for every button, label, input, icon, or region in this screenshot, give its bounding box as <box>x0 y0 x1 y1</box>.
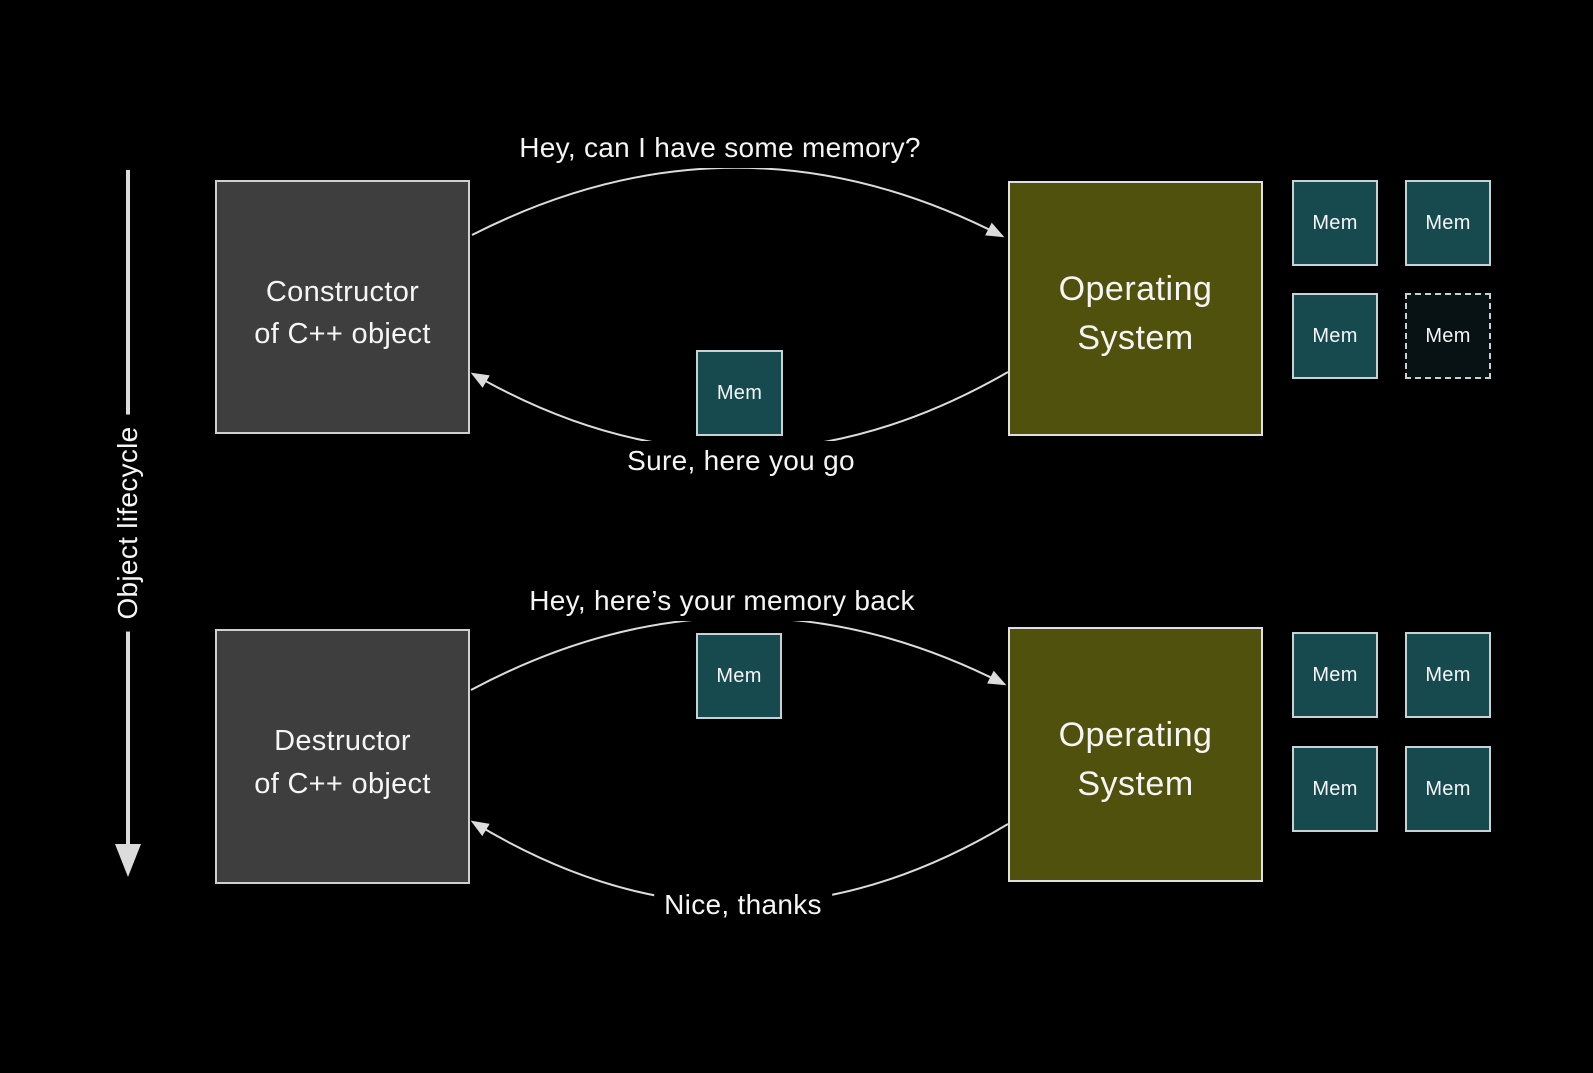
lifecycle-axis-arrowhead-icon <box>115 844 141 877</box>
mem-label: Mem <box>1312 211 1358 234</box>
os-mem-pool-cell: Mem <box>1292 632 1378 718</box>
construction-transfer-mem-block: Mem <box>696 350 783 436</box>
destructor-label-line2: of C++ object <box>254 767 431 800</box>
os-mem-pool-cell: Mem <box>1292 180 1378 266</box>
os-box-destruction: Operating System <box>1008 627 1263 882</box>
os-box-construction: Operating System <box>1008 181 1263 436</box>
os-mem-pool-cell-lent-out: Mem <box>1405 293 1491 379</box>
destruction-request-message: Hey, here’s your memory back <box>519 581 925 621</box>
os-label-line1: Operating <box>1058 269 1213 308</box>
construction-request-arrow <box>471 166 1005 238</box>
constructor-label-line2: of C++ object <box>254 318 431 350</box>
os-mem-pool-cell: Mem <box>1405 180 1491 266</box>
mem-label: Mem <box>1425 663 1471 686</box>
mem-label: Mem <box>1425 324 1471 347</box>
os-label-line2: System <box>1077 318 1194 357</box>
lifecycle-axis-label: Object lifecycle <box>108 414 148 632</box>
destructor-label-line1: Destructor <box>274 725 411 758</box>
destruction-response-message: Nice, thanks <box>654 885 832 925</box>
os-mem-pool-cell: Mem <box>1405 746 1491 832</box>
construction-request-message: Hey, can I have some memory? <box>509 128 931 168</box>
construction-response-message: Sure, here you go <box>617 441 865 481</box>
mem-label: Mem <box>1312 324 1358 347</box>
os-mem-pool-cell: Mem <box>1292 746 1378 832</box>
mem-label: Mem <box>716 381 763 404</box>
constructor-label-line1: Constructor <box>265 275 420 308</box>
mem-label: Mem <box>1312 663 1358 686</box>
constructor-box: Constructor of C++ object <box>215 180 470 434</box>
mem-label: Mem <box>1312 777 1358 800</box>
destruction-transfer-mem-block: Mem <box>696 633 782 719</box>
mem-label: Mem <box>1425 777 1471 800</box>
os-mem-pool-cell: Mem <box>1292 293 1378 379</box>
os-label-line1: Operating <box>1058 715 1213 754</box>
destructor-box: Destructor of C++ object <box>215 629 470 884</box>
mem-label: Mem <box>716 664 762 687</box>
os-mem-pool-cell: Mem <box>1405 632 1491 718</box>
os-label-line2: System <box>1077 764 1194 803</box>
mem-label: Mem <box>1425 211 1471 234</box>
